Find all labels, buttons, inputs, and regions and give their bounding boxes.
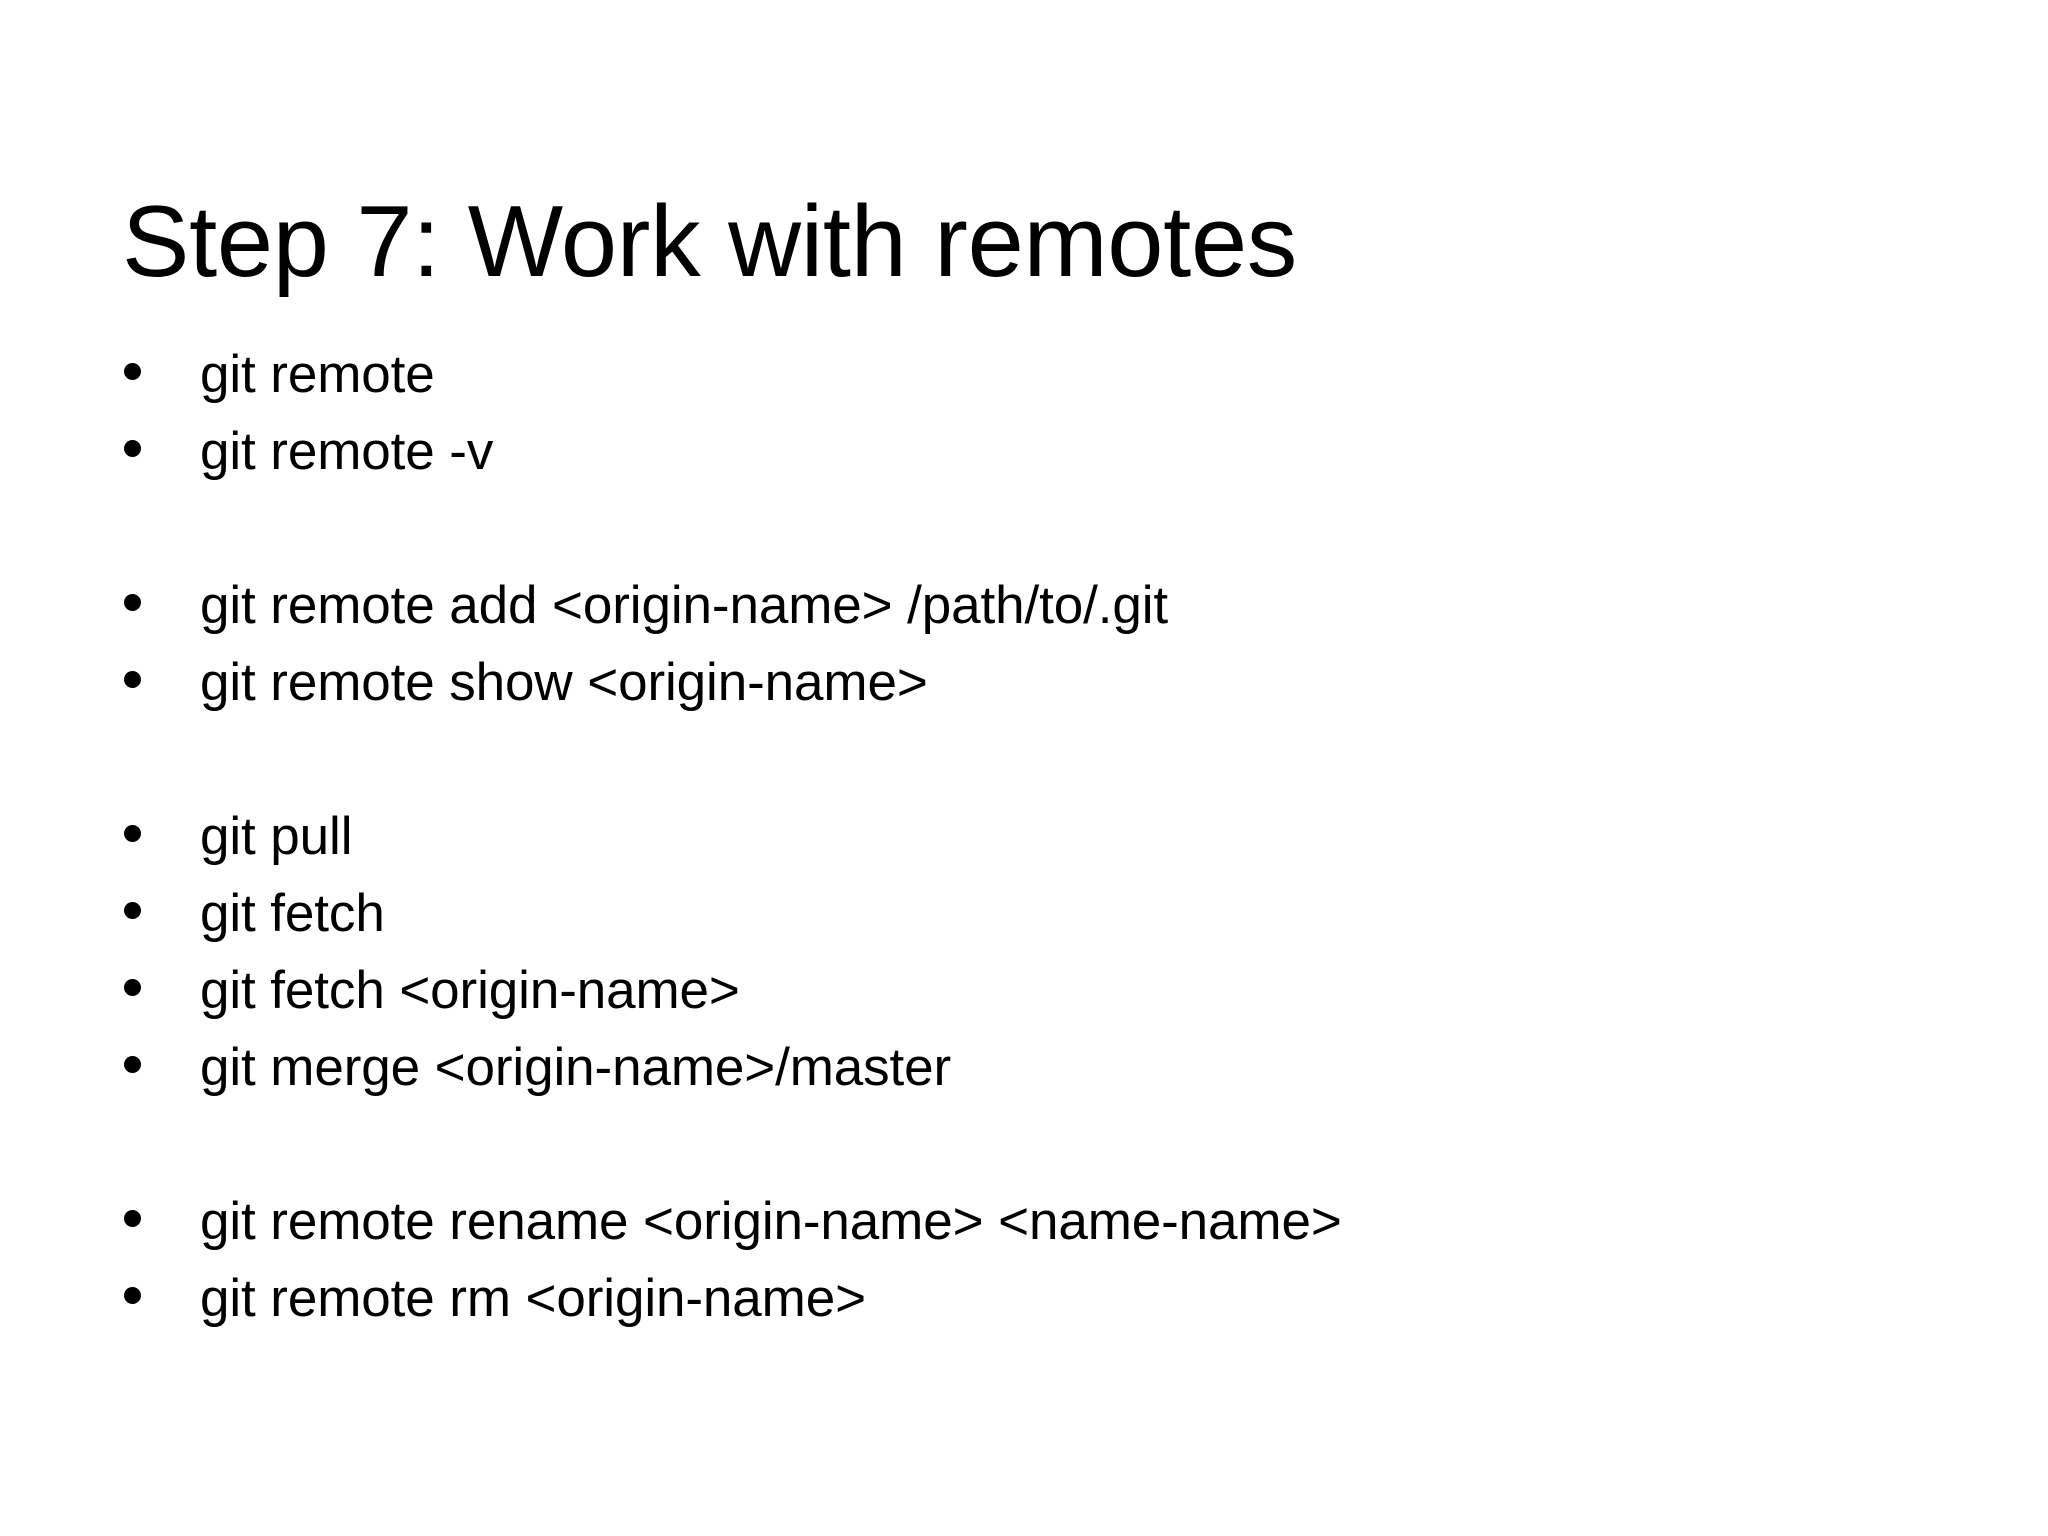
bullet-point-icon xyxy=(124,440,141,457)
list-item[interactable]: git remote add <origin-name> /path/to/.g… xyxy=(0,567,2048,644)
bullet-point-icon xyxy=(124,363,141,380)
bullet-point-icon xyxy=(124,1056,141,1073)
list-item-label: git fetch xyxy=(200,884,385,943)
bullet-point-icon xyxy=(124,1287,141,1304)
list-item[interactable]: git remote xyxy=(0,336,2048,413)
list-item[interactable]: git remote rename <origin-name> <name-na… xyxy=(0,1183,2048,1260)
bullet-point-icon xyxy=(124,594,141,611)
page-title: Step 7: Work with remotes xyxy=(122,185,1298,298)
bullet-point-icon xyxy=(124,671,141,688)
bullet-point-icon xyxy=(124,1210,141,1227)
list-item-label: git remote rename <origin-name> <name-na… xyxy=(200,1192,1342,1251)
list-item-label: git remote xyxy=(200,345,435,404)
list-item-label: git merge <origin-name>/master xyxy=(200,1038,952,1097)
list-item[interactable]: git remote -v xyxy=(0,413,2048,490)
bullet-point-icon xyxy=(124,825,141,842)
list-item-label: git pull xyxy=(200,807,353,866)
list-group-spacer xyxy=(0,490,2048,567)
list-item-label: git remote rm <origin-name> xyxy=(200,1269,866,1328)
bullet-point-icon xyxy=(124,979,141,996)
list-item[interactable]: git remote show <origin-name> xyxy=(0,644,2048,721)
list-item-label: git remote -v xyxy=(200,422,494,481)
list-item-label: git fetch <origin-name> xyxy=(200,961,740,1020)
list-item-label: git remote show <origin-name> xyxy=(200,653,928,712)
bullet-point-icon xyxy=(124,902,141,919)
list-item[interactable]: git fetch <origin-name> xyxy=(0,952,2048,1029)
bullet-list: git remote git remote -v git remote add … xyxy=(0,336,2048,1337)
list-item[interactable]: git pull xyxy=(0,798,2048,875)
list-item-label: git remote add <origin-name> /path/to/.g… xyxy=(200,576,1169,635)
list-group-spacer xyxy=(0,1106,2048,1183)
list-item[interactable]: git fetch xyxy=(0,875,2048,952)
list-item[interactable]: git remote rm <origin-name> xyxy=(0,1260,2048,1337)
list-item[interactable]: git merge <origin-name>/master xyxy=(0,1029,2048,1106)
list-group-spacer xyxy=(0,721,2048,798)
